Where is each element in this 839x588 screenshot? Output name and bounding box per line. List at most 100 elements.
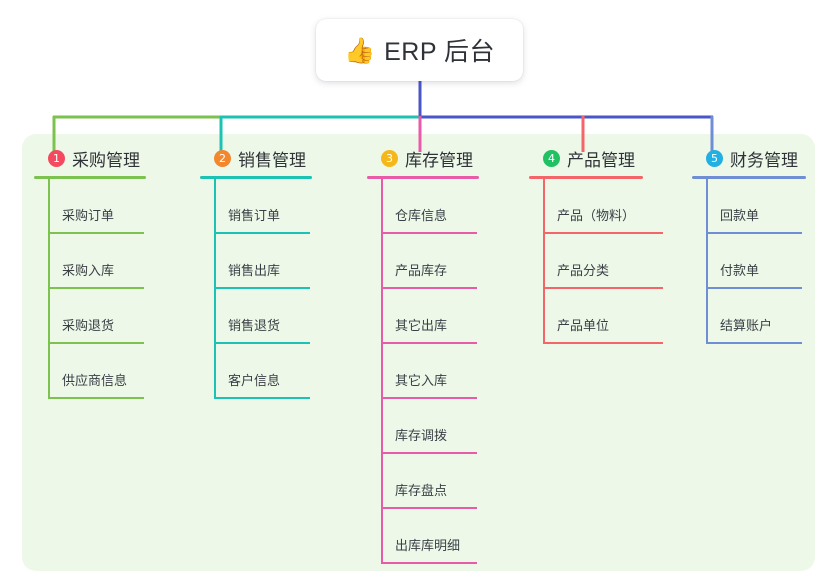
branch-item[interactable]: 产品分类: [543, 234, 663, 289]
branch-title: 销售管理: [238, 150, 306, 170]
branch-item-label: 仓库信息: [395, 208, 448, 223]
branch-item-label: 库存盘点: [395, 483, 448, 498]
branch-item-label: 产品单位: [557, 318, 610, 333]
branch-item[interactable]: 其它入库: [381, 344, 479, 399]
branch-item-label: 结算账户: [720, 318, 773, 333]
branch-item[interactable]: 采购退货: [48, 289, 146, 344]
branch-item[interactable]: 回款单: [706, 179, 806, 234]
branch-header-finance[interactable]: 5 财务管理: [692, 145, 806, 171]
branch-number-badge: 2: [214, 149, 231, 167]
branch-items-product: 产品（物料） 产品分类产品单位: [543, 179, 663, 344]
branch-item[interactable]: 付款单: [706, 234, 806, 289]
branch-item-rule: [48, 232, 144, 234]
branch-items-finance: 回款单付款单结算账户: [706, 179, 806, 344]
branch-title: 财务管理: [730, 150, 798, 170]
branch-item-label: 销售订单: [228, 208, 281, 223]
branch-item-label: 客户信息: [228, 373, 281, 388]
branch-item-label: 采购入库: [62, 263, 115, 278]
branch-item-label: 其它入库: [395, 373, 448, 388]
branch-number-badge: 5: [706, 149, 723, 167]
branch-item-label: 回款单: [720, 208, 760, 223]
branch-item[interactable]: 销售退货: [214, 289, 312, 344]
branch-item-rule: [543, 287, 663, 289]
branch-items-sales: 销售订单销售出库销售退货客户信息: [214, 179, 312, 399]
branch-item-rule: [214, 397, 310, 399]
branch-header-sales[interactable]: 2 销售管理: [200, 145, 312, 171]
branch-item-rule: [381, 287, 477, 289]
branch-inventory[interactable]: 3 库存管理仓库信息产品库存其它出库其它入库库存调拨库存盘点出库库明细: [367, 145, 479, 564]
branch-header-product[interactable]: 4 产品管理: [529, 145, 643, 171]
branch-item-rule: [706, 342, 802, 344]
branch-item-rule: [381, 507, 477, 509]
branch-item-rule: [381, 397, 477, 399]
branch-header-rule: [200, 176, 312, 179]
branch-item[interactable]: 销售出库: [214, 234, 312, 289]
branch-item[interactable]: 库存调拨: [381, 399, 479, 454]
branch-items-purchase: 采购订单采购入库采购退货供应商信息: [48, 179, 146, 399]
branch-items-inventory: 仓库信息产品库存其它出库其它入库库存调拨库存盘点出库库明细: [381, 179, 479, 564]
branch-item-rule: [48, 397, 144, 399]
branch-item-rule: [706, 232, 802, 234]
root-title: ERP 后台: [384, 38, 496, 66]
branch-item-rule: [381, 232, 477, 234]
branch-item-rule: [706, 287, 802, 289]
branch-finance[interactable]: 5 财务管理回款单付款单结算账户: [692, 145, 806, 344]
branch-header-rule: [367, 176, 479, 179]
branch-header-rule: [692, 176, 806, 179]
thumbs-up-icon: 👍: [343, 35, 376, 65]
root-node[interactable]: 👍 ERP 后台: [316, 19, 523, 81]
branch-item-rule: [543, 342, 663, 344]
branch-item[interactable]: 供应商信息: [48, 344, 146, 399]
branch-spine: [48, 179, 50, 399]
branch-item-label: 销售出库: [228, 263, 281, 278]
branch-item[interactable]: 采购入库: [48, 234, 146, 289]
branch-item-label: 出库库明细: [395, 538, 461, 553]
branch-spine: [381, 179, 383, 564]
branch-item-label: 付款单: [720, 263, 760, 278]
branch-title: 库存管理: [405, 150, 473, 170]
branch-item[interactable]: 客户信息: [214, 344, 312, 399]
branch-number-badge: 1: [48, 149, 65, 167]
branch-item-label: 库存调拨: [395, 428, 448, 443]
branch-item-label: 产品库存: [395, 263, 448, 278]
branch-item-rule: [48, 342, 144, 344]
branch-header-rule: [34, 176, 146, 179]
branch-item-rule: [381, 342, 477, 344]
branch-item[interactable]: 产品库存: [381, 234, 479, 289]
branch-item[interactable]: 其它出库: [381, 289, 479, 344]
branch-item-label: 采购退货: [62, 318, 115, 333]
branch-item-rule: [48, 287, 144, 289]
branch-item-label: 其它出库: [395, 318, 448, 333]
branch-sales[interactable]: 2 销售管理销售订单销售出库销售退货客户信息: [200, 145, 312, 399]
branch-item[interactable]: 销售订单: [214, 179, 312, 234]
branch-item-label: 供应商信息: [62, 373, 128, 388]
branch-item[interactable]: 结算账户: [706, 289, 806, 344]
branch-item[interactable]: 产品（物料）: [543, 179, 663, 234]
branch-item[interactable]: 产品单位: [543, 289, 663, 344]
branch-item[interactable]: 出库库明细: [381, 509, 479, 564]
branch-item-label: 销售退货: [228, 318, 281, 333]
branch-item-rule: [381, 562, 477, 564]
branch-spine: [706, 179, 708, 344]
branch-item[interactable]: 库存盘点: [381, 454, 479, 509]
branch-item-rule: [381, 452, 477, 454]
branch-item-rule: [214, 287, 310, 289]
branch-spine: [543, 179, 545, 344]
branch-product[interactable]: 4 产品管理产品（物料） 产品分类产品单位: [529, 145, 663, 344]
branch-item-label: 产品（物料）: [557, 208, 636, 223]
branch-header-inventory[interactable]: 3 库存管理: [367, 145, 479, 171]
branch-number-badge: 4: [543, 149, 560, 167]
branch-number-badge: 3: [381, 149, 398, 167]
branch-item-label: 采购订单: [62, 208, 115, 223]
branch-item-label: 产品分类: [557, 263, 610, 278]
branch-title: 产品管理: [567, 150, 635, 170]
branch-item-rule: [214, 342, 310, 344]
branch-item[interactable]: 仓库信息: [381, 179, 479, 234]
branch-header-rule: [529, 176, 643, 179]
branch-item[interactable]: 采购订单: [48, 179, 146, 234]
branch-item-rule: [543, 232, 663, 234]
branch-spine: [214, 179, 216, 399]
